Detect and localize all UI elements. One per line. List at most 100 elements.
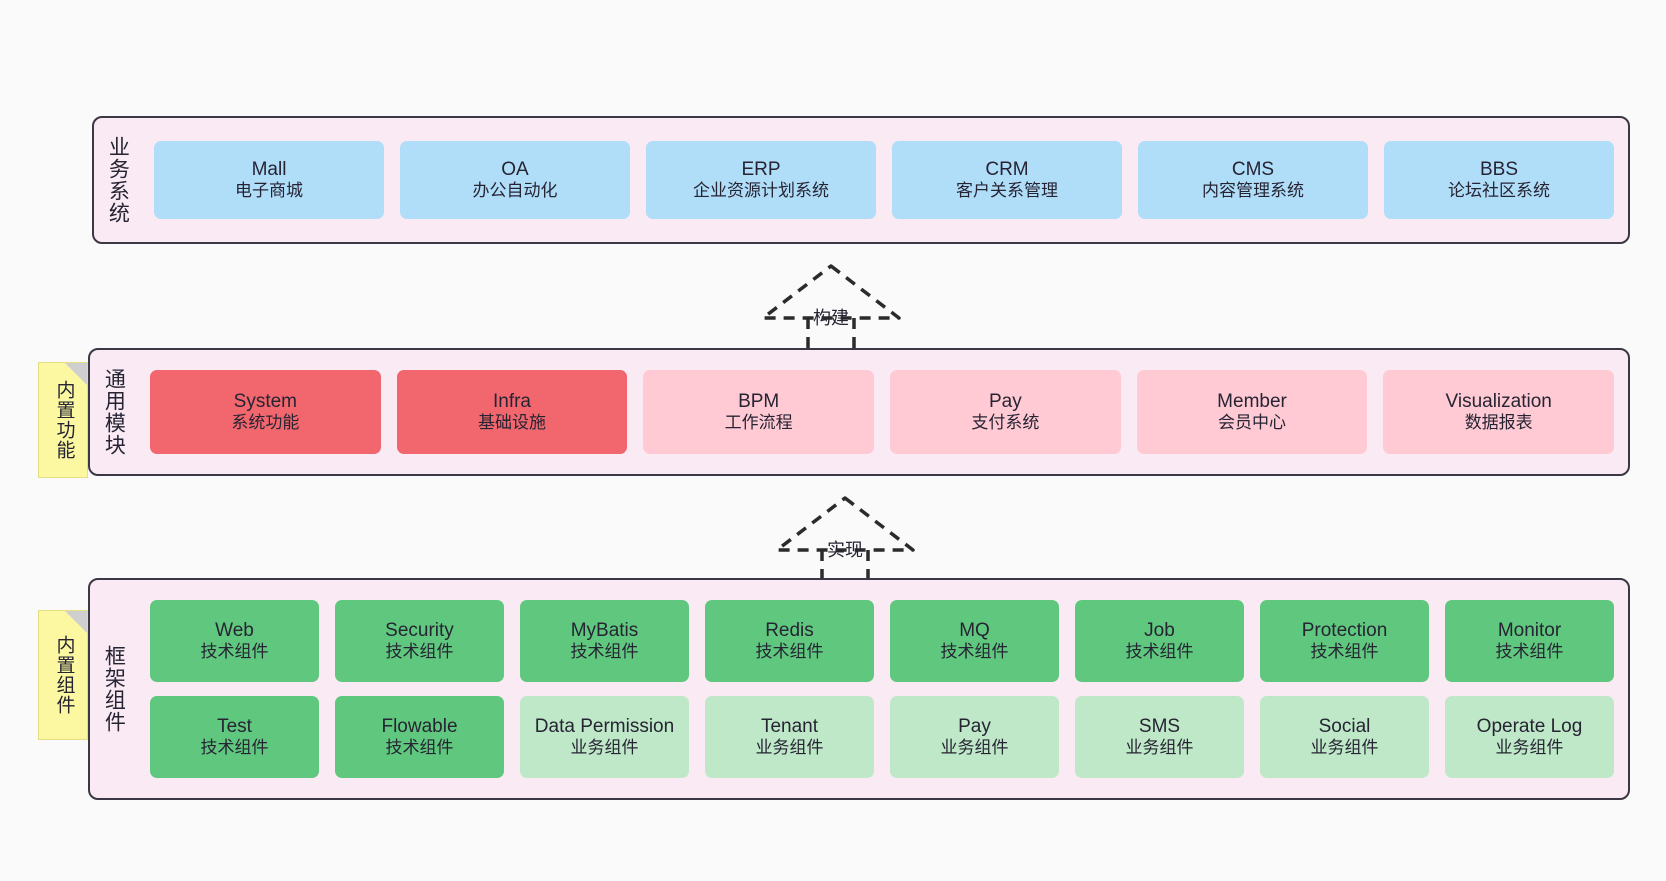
- card-crm[interactable]: CRM 客户关系管理: [892, 141, 1122, 219]
- card-subtitle: 技术组件: [1495, 642, 1564, 662]
- card-title: Monitor: [1497, 620, 1562, 642]
- card-job[interactable]: Job 技术组件: [1075, 600, 1244, 682]
- card-title: ERP: [741, 159, 781, 181]
- page-fold-icon: [65, 611, 87, 633]
- card-test[interactable]: Test 技术组件: [150, 696, 319, 778]
- card-title: Mall: [251, 159, 287, 181]
- card-title: MQ: [959, 620, 990, 642]
- card-title: Operate Log: [1476, 716, 1583, 738]
- card-title: Protection: [1301, 620, 1388, 642]
- card-cms[interactable]: CMS 内容管理系统: [1138, 141, 1368, 219]
- layer-title-framework-component: 框架组件: [102, 645, 126, 733]
- card-redis[interactable]: Redis 技术组件: [705, 600, 874, 682]
- generalization-arrow-icon: [775, 496, 915, 580]
- card-monitor[interactable]: Monitor 技术组件: [1445, 600, 1614, 682]
- card-title: Member: [1217, 391, 1287, 413]
- card-security[interactable]: Security 技术组件: [335, 600, 504, 682]
- card-mq[interactable]: MQ 技术组件: [890, 600, 1059, 682]
- generalization-arrow-icon: [761, 264, 901, 348]
- card-system[interactable]: System 系统功能: [150, 370, 381, 454]
- card-title: Test: [217, 716, 252, 738]
- card-erp[interactable]: ERP 企业资源计划系统: [646, 141, 876, 219]
- card-subtitle: 技术组件: [1125, 642, 1194, 662]
- card-title: Tenant: [760, 716, 819, 738]
- card-sms[interactable]: SMS 业务组件: [1075, 696, 1244, 778]
- card-subtitle: 技术组件: [940, 642, 1009, 662]
- card-social[interactable]: Social 业务组件: [1260, 696, 1429, 778]
- card-subtitle: 基础设施: [478, 413, 546, 433]
- card-title: Web: [215, 620, 254, 642]
- card-subtitle: 会员中心: [1218, 413, 1287, 433]
- card-title: BBS: [1479, 159, 1519, 181]
- card-subtitle: 技术组件: [570, 642, 639, 662]
- card-protection[interactable]: Protection 技术组件: [1260, 600, 1429, 682]
- layer-body-framework-component: Web 技术组件 Security 技术组件 MyBatis 技术组件 Redi…: [136, 580, 1628, 798]
- card-row: Mall 电子商城 OA 办公自动化 ERP 企业资源计划系统 CRM 客户关系…: [154, 141, 1614, 219]
- card-web[interactable]: Web 技术组件: [150, 600, 319, 682]
- card-operate-log[interactable]: Operate Log 业务组件: [1445, 696, 1614, 778]
- page-fold-icon: [65, 363, 87, 385]
- card-subtitle: 支付系统: [971, 413, 1040, 433]
- connector-label: 实现: [827, 540, 863, 560]
- connector-build: 构建: [758, 262, 904, 348]
- card-subtitle: 业务组件: [755, 738, 824, 758]
- card-subtitle: 企业资源计划系统: [693, 181, 829, 201]
- card-member[interactable]: Member 会员中心: [1136, 370, 1368, 454]
- card-subtitle: 内容管理系统: [1202, 181, 1304, 201]
- card-title: SMS: [1138, 716, 1181, 738]
- card-title: Pay: [958, 716, 991, 738]
- card-mall[interactable]: Mall 电子商城: [154, 141, 384, 219]
- connector-label: 构建: [813, 308, 849, 328]
- card-oa[interactable]: OA 办公自动化: [400, 141, 630, 219]
- card-bbs[interactable]: BBS 论坛社区系统: [1384, 141, 1614, 219]
- card-title: Visualization: [1445, 391, 1552, 413]
- card-flowable[interactable]: Flowable 技术组件: [335, 696, 504, 778]
- card-bpm[interactable]: BPM 工作流程: [643, 370, 875, 454]
- card-row: System 系统功能 Infra 基础设施 BPM 工作流程 Pay 支付系统…: [150, 370, 1615, 454]
- card-subtitle: 系统功能: [231, 413, 300, 433]
- layer-framework-component: 框架组件 Web 技术组件 Security 技术组件 MyBatis 技术组件…: [88, 578, 1630, 800]
- card-title: System: [233, 391, 298, 413]
- card-infra[interactable]: Infra 基础设施: [396, 370, 628, 454]
- card-tenant[interactable]: Tenant 业务组件: [705, 696, 874, 778]
- card-subtitle: 电子商城: [235, 181, 303, 201]
- card-pay[interactable]: Pay 支付系统: [890, 370, 1121, 454]
- connector-implement: 实现: [772, 494, 918, 580]
- card-title: Job: [1144, 620, 1175, 642]
- card-subtitle: 工作流程: [724, 413, 793, 433]
- layer-business-system: 业务系统 Mall 电子商城 OA 办公自动化 ERP 企业资源计划系统 CRM…: [92, 116, 1630, 244]
- card-subtitle: 客户关系管理: [956, 181, 1058, 201]
- card-title: CMS: [1231, 159, 1275, 181]
- card-subtitle: 技术组件: [385, 642, 454, 662]
- card-subtitle: 技术组件: [385, 738, 454, 758]
- card-title: BPM: [738, 391, 780, 413]
- card-title: Social: [1318, 716, 1371, 738]
- card-title: OA: [501, 159, 529, 181]
- card-title: Infra: [492, 391, 532, 413]
- layer-title-common-module: 通用模块: [102, 368, 126, 456]
- layer-body-business-system: Mall 电子商城 OA 办公自动化 ERP 企业资源计划系统 CRM 客户关系…: [140, 118, 1628, 242]
- card-mybatis[interactable]: MyBatis 技术组件: [520, 600, 689, 682]
- note-builtin-features: 内置功能: [38, 362, 88, 478]
- card-pay-business[interactable]: Pay 业务组件: [890, 696, 1059, 778]
- card-visualization[interactable]: Visualization 数据报表: [1383, 370, 1615, 454]
- card-row: Web 技术组件 Security 技术组件 MyBatis 技术组件 Redi…: [150, 600, 1614, 682]
- card-subtitle: 业务组件: [1310, 738, 1379, 758]
- card-subtitle: 业务组件: [1125, 738, 1194, 758]
- card-title: CRM: [985, 159, 1029, 181]
- card-subtitle: 技术组件: [1310, 642, 1379, 662]
- card-subtitle: 论坛社区系统: [1448, 181, 1550, 201]
- card-subtitle: 业务组件: [940, 738, 1009, 758]
- card-subtitle: 数据报表: [1464, 413, 1533, 433]
- layer-body-common-module: System 系统功能 Infra 基础设施 BPM 工作流程 Pay 支付系统…: [136, 350, 1628, 474]
- card-title: Security: [385, 620, 454, 642]
- card-subtitle: 业务组件: [1495, 738, 1564, 758]
- card-title: Redis: [765, 620, 814, 642]
- card-subtitle: 业务组件: [570, 738, 639, 758]
- layer-common-module: 通用模块 System 系统功能 Infra 基础设施 BPM 工作流程 Pay…: [88, 348, 1630, 476]
- card-data-permission[interactable]: Data Permission 业务组件: [520, 696, 689, 778]
- card-row: Test 技术组件 Flowable 技术组件 Data Permission …: [150, 696, 1614, 778]
- note-label: 内置组件: [53, 635, 75, 715]
- note-builtin-components: 内置组件: [38, 610, 88, 740]
